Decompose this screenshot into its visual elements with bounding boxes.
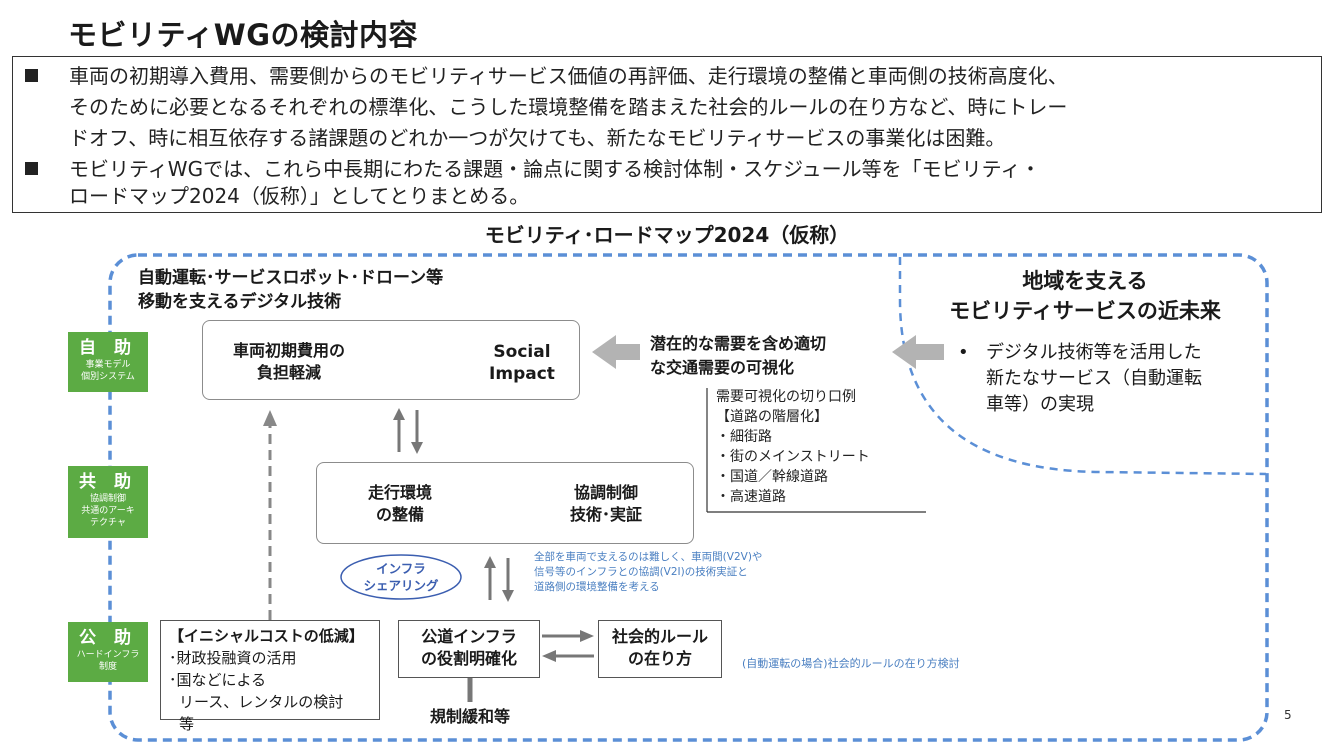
square-bullet-icon [25, 69, 38, 82]
social-impact-text: Social Impact [470, 341, 574, 385]
up-arrow-icon [393, 408, 405, 420]
infra-note-line-1: 全部を車両で支えるのは難しく、車両間(V2V)や [534, 551, 763, 563]
social-rule-text: 社会的ルール の在り方 [598, 626, 722, 670]
environment-text: 走行環境 の整備 [340, 482, 460, 526]
bullet-1-line-2: そのために必要となるそれぞれの標準化、こうした環境整備を踏まえた社会的ルールの在… [69, 95, 1068, 119]
roadmap-title: モビリティ･ロードマップ2024（仮称） [484, 223, 850, 247]
tech-title-line-2: 移動を支えるデジタル技術 [138, 292, 342, 312]
social-rule-line-2: の在り方 [627, 649, 692, 668]
page-number: 5 [1284, 708, 1292, 722]
cooperative-control-text: 協調制御 技術･実証 [546, 482, 666, 526]
env-line-1: 走行環境 [367, 483, 432, 502]
bullet-2-line-1: モビリティWGでは、これら中長期にわたる課題・論点に関する検討体制・スケジュール… [69, 157, 1041, 181]
future-area-dashed-curve [898, 257, 1267, 476]
infra-note-line-3: 道路側の環境整備を考える [534, 581, 660, 593]
initial-cost-title: 【イニシャルコストの低減】 [169, 627, 364, 645]
social-rule-box [598, 620, 722, 678]
future-bullet-line-2: 新たなサービス（自動運転 [986, 368, 1202, 389]
public-infra-line-1: 公道インフラ [421, 627, 517, 646]
future-section-title: 地域を支える モビリティサービスの近未来 [920, 266, 1250, 326]
coop-line-2: 技術･実証 [569, 505, 642, 524]
bullet-dot-icon: • [958, 342, 969, 363]
up-arrow-icon [484, 556, 496, 568]
label-kojo-title: 公 助 [79, 628, 137, 648]
infra-sharing-line-2: シェアリング [363, 578, 439, 593]
initial-cost-line-2: ･国などによる [169, 671, 267, 689]
demand-visualization-text: 潜在的な需要を含め適切 な交通需要の可視化 [650, 332, 886, 380]
infra-note: 全部を車両で支えるのは難しく、車両間(V2V)や 信号等のインフラとの協調(V2… [534, 550, 762, 595]
cost-line-1: 車両初期費用の [232, 341, 345, 360]
demand-example-4: ・国道／幹線道路 [716, 469, 828, 485]
bullet-2-line-2: ロードマップ2024（仮称）」としてとりまとめる。 [69, 184, 530, 208]
demand-line-2: な交通需要の可視化 [650, 358, 795, 377]
demand-example-1: 【道路の階層化】 [716, 409, 828, 425]
summary-box: 車両の初期導入費用、需要側からのモビリティサービス価値の再評価、走行環境の整備と… [12, 56, 1322, 213]
initial-cost-line-3: リース、レンタルの検討 等 [179, 693, 359, 733]
label-jijo-sub-1: 事業モデル [85, 360, 131, 370]
infra-note-line-2: 信号等のインフラとの協調(V2I)の技術実証と [534, 566, 748, 578]
bullet-1-line-1: 車両の初期導入費用、需要側からのモビリティサービス価値の再評価、走行環境の整備と… [69, 64, 1068, 88]
future-bullet-line-3: 車等）の実現 [986, 394, 1094, 415]
cost-line-2: 負担軽減 [256, 363, 321, 382]
label-kyojo-sub-3: テクチャ [90, 518, 126, 528]
label-kojo: 公 助 ハードインフラ 制度 [68, 622, 148, 682]
public-infra-box [398, 620, 540, 678]
environment-box [316, 462, 694, 544]
right-arrow-icon [580, 630, 594, 642]
initial-cost-box: 【イニシャルコストの低減】 ･財政投融資の活用 ･国などによる リース、レンタル… [160, 620, 380, 733]
infra-sharing-ellipse [340, 554, 462, 600]
down-arrow-icon [502, 590, 514, 602]
infra-sharing-line-1: インフラ [376, 561, 426, 576]
page-title: モビリティWGの検討内容 [68, 18, 419, 52]
initial-cost-line-1: ･財政投融資の活用 [169, 649, 297, 667]
tech-title-line-1: 自動運転･サービスロボット･ドローン等 [138, 268, 444, 288]
future-bullet-line-1: デジタル技術等を活用した [986, 342, 1202, 363]
label-kyojo: 共 助 協調制御 共通のアーキ テクチャ [68, 466, 148, 538]
social-impact-line-2: Impact [489, 364, 555, 384]
dashed-up-arrow-icon [263, 410, 277, 426]
label-kojo-sub-1: ハードインフラ [76, 650, 140, 660]
tech-section-title: 自動運転･サービスロボット･ドローン等 移動を支えるデジタル技術 [138, 266, 443, 314]
public-infra-text: 公道インフラ の役割明確化 [398, 626, 540, 670]
future-title-line-1: 地域を支える [1022, 269, 1148, 293]
coop-line-1: 協調制御 [573, 483, 638, 502]
label-jijo: 自 助 事業モデル 個別システム [68, 332, 148, 392]
deregulation-text: 規制緩和等 [429, 707, 510, 726]
demand-examples: 需要可視化の切り口例 【道路の階層化】 ・細街路 ・街のメインストリート ・国道… [716, 387, 870, 507]
label-jijo-title: 自 助 [79, 338, 137, 358]
demand-example-2: ・細街路 [716, 429, 772, 445]
cost-impact-box [202, 320, 580, 400]
left-arrow-icon [592, 335, 640, 369]
label-kyojo-title: 共 助 [79, 472, 137, 492]
demand-example-5: ・高速道路 [716, 489, 786, 505]
social-rule-note: (自動運転の場合)社会的ルールの在り方検討 [742, 657, 960, 670]
left-arrow-icon [542, 650, 556, 662]
label-kojo-sub-2: 制度 [98, 662, 117, 672]
bullet-2 [25, 154, 56, 185]
label-kyojo-sub-1: 協調制御 [89, 494, 126, 504]
social-rule-line-1: 社会的ルール [611, 627, 708, 646]
future-bullet: • デジタル技術等を活用した 新たなサービス（自動運転 車等）の実現 [958, 340, 1202, 418]
social-impact-line-1: Social [493, 342, 551, 362]
square-bullet-icon [25, 162, 38, 175]
env-line-2: の整備 [375, 505, 424, 524]
demand-example-3: ・街のメインストリート [716, 449, 870, 465]
label-kyojo-sub-2: 共通のアーキ [81, 506, 135, 516]
bullet-1 [25, 61, 56, 92]
infra-sharing-text: インフラ シェアリング [341, 560, 461, 594]
demand-example-0: 需要可視化の切り口例 [716, 389, 856, 405]
down-arrow-icon [411, 442, 423, 454]
label-jijo-sub-2: 個別システム [81, 372, 135, 382]
bullet-1-line-3: ドオフ、時に相互依存する諸課題のどれか一つが欠けても、新たなモビリティサービスの… [69, 126, 1006, 150]
cost-reduction-text: 車両初期費用の 負担軽減 [214, 340, 364, 384]
left-arrow-icon [892, 335, 944, 369]
demand-line-1: 潜在的な需要を含め適切 [650, 334, 827, 353]
public-infra-line-2: の役割明確化 [420, 649, 517, 668]
future-title-line-2: モビリティサービスの近未来 [949, 299, 1221, 323]
